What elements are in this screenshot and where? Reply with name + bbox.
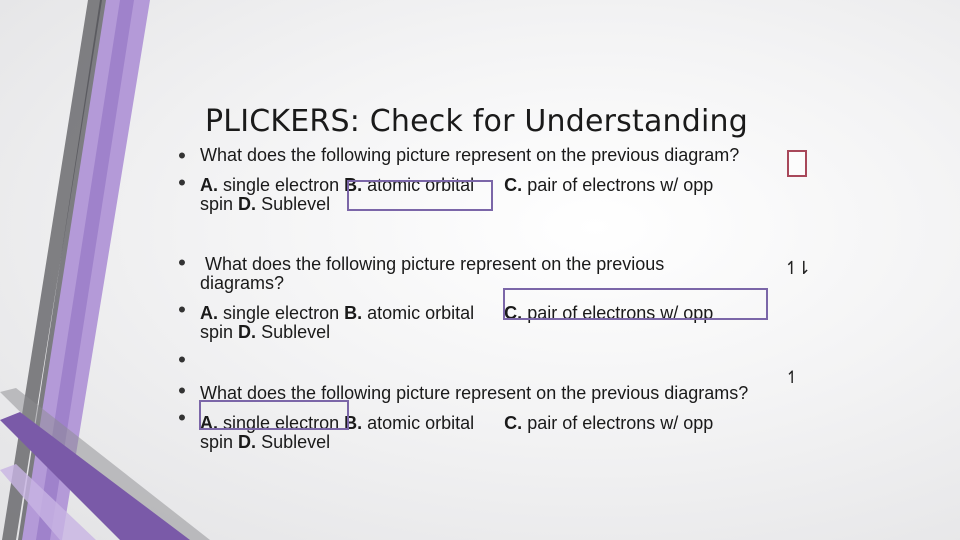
option-c-continued: spin	[200, 194, 234, 214]
question-2-text: What does the following picture represen…	[200, 255, 664, 293]
answer-highlight-box	[199, 400, 349, 430]
question-1-prompt: What does the following picture represen…	[200, 145, 730, 165]
slide-title: PLICKERS: Check for Understanding	[205, 104, 748, 139]
option-c-continued: spin	[200, 322, 234, 342]
light-diagonal-band	[0, 464, 96, 540]
option-c-text: pair of electrons w/ opp	[527, 413, 714, 433]
answer-highlight-box	[347, 180, 493, 211]
purple-diagonal-band	[0, 412, 190, 540]
bullet: •	[178, 405, 186, 430]
option-a-text: single electron	[223, 413, 340, 433]
option-c-letter: C.	[504, 413, 523, 433]
bullet: •	[178, 170, 186, 195]
option-a-text: single electron	[223, 175, 340, 195]
bullet: •	[178, 250, 186, 275]
option-c-text: pair of electrons w/ opp	[527, 175, 714, 195]
grey-diagonal-band	[0, 388, 210, 540]
option-c-continued: spin	[200, 432, 234, 452]
option-a-letter: A.	[200, 175, 218, 195]
option-c-text: pair of electrons w/ opp	[527, 303, 714, 323]
single-electron-orbital-image: ↿	[785, 368, 800, 388]
question-3-text: What does the following picture represen…	[200, 384, 748, 403]
option-a-text: single electron	[223, 303, 340, 323]
purple-stripe	[36, 0, 134, 540]
option-a-letter: A.	[200, 303, 218, 323]
question-2-answers: A. single electron B. atomic orbital C. p…	[200, 304, 713, 342]
option-b-letter: B.	[344, 303, 363, 323]
question-2-prompt-line1: What does the following picture represen…	[205, 254, 665, 274]
question-1-text: What does the following picture represen…	[200, 146, 739, 165]
question-1-tail: ?	[729, 145, 740, 165]
answer-highlight-box	[503, 288, 768, 320]
option-a-letter: A.	[200, 413, 218, 433]
question-3-prompt: What does the following picture represen…	[200, 383, 749, 403]
option-b-text: atomic orbital	[367, 303, 475, 323]
bullet: •	[178, 378, 186, 403]
bullet: •	[178, 347, 186, 372]
option-d-text: Sublevel	[261, 194, 331, 214]
bullet: •	[178, 297, 186, 322]
paired-electron-orbital-image: ↿⇂	[784, 258, 811, 279]
option-d-text: Sublevel	[261, 322, 331, 342]
option-d-letter: D.	[238, 194, 257, 214]
option-c-letter: C.	[504, 175, 523, 195]
option-d-letter: D.	[238, 322, 257, 342]
question-2-prompt-line2: diagrams?	[200, 273, 285, 293]
option-d-text: Sublevel	[261, 432, 331, 452]
option-c-letter: C.	[504, 303, 523, 323]
option-d-letter: D.	[238, 432, 257, 452]
option-b-text: atomic orbital	[367, 413, 475, 433]
question-1-image-box	[787, 150, 807, 177]
bullet: •	[178, 143, 186, 168]
